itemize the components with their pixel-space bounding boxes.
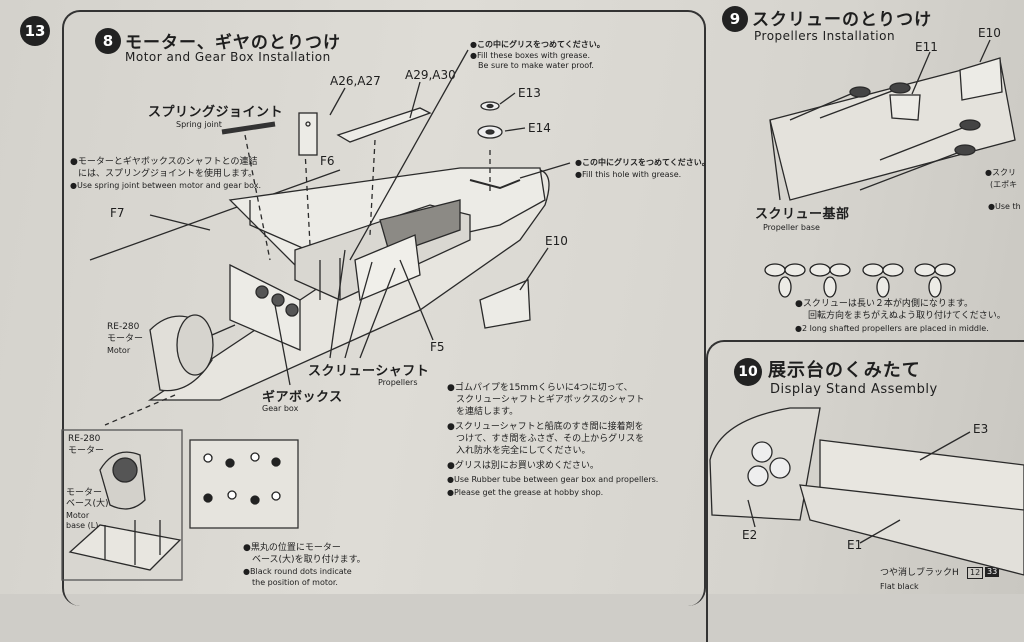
stand-end-e2 [709,407,821,521]
f7-shaft [89,169,341,261]
gear-plate [229,263,301,351]
motor-base-plate [68,524,182,571]
a26-part [298,112,318,156]
e11-part [889,94,921,121]
page-number-badge: 13 [20,16,50,46]
spring-joint-label-en: Spring joint [176,120,222,129]
motor-label: RE-280 [107,322,140,332]
motor-label-en: Motor [107,346,131,355]
motor-label-jp: モーター [107,334,144,344]
step9-number-badge: 9 [722,6,748,32]
part-label-e14: E14 [528,121,551,135]
grease-note-en1: ●Fill these boxes with grease. [470,51,590,60]
step9-part-e10: E10 [978,26,1001,40]
step10-part-e2: E2 [742,528,758,542]
dots-note-en1: ●Black round dots indicate [243,567,352,576]
paint-code-2: 33 [985,567,1000,577]
spring-note-jp1: ●モーターとギヤボックスのシャフトとの連結 [70,157,258,167]
propeller-base-label-jp: スクリュー基部 [755,207,850,222]
base-label-en2: base (L) [66,521,99,530]
step10-number-badge: 10 [734,358,762,386]
part-label-a26: A26,A27 [330,74,381,88]
step8-frame [62,10,706,606]
dots-diagram [189,439,299,529]
gap-note-jp2: つけて、すき間をふさぎ、その上からグリスを [456,434,645,444]
buy-note-en: ●Please get the grease at hobby shop. [447,488,604,497]
step9-part-e11: E11 [915,40,938,54]
propeller-rotation-icons [764,263,956,298]
dots-note-jp1: ●黒丸の位置にモーター [243,543,341,553]
part-label-f6: F6 [320,154,335,168]
part-label-f7: F7 [110,206,125,220]
inset-motor-label-jp: モーター [68,446,105,456]
step8-title-jp: モーター、ギヤのとりつけ [125,33,341,53]
e10-part [479,279,531,329]
paint-code-1: 12 [967,567,984,579]
step9-side-note-jp: ●スクリ [985,168,1016,177]
tube-note-jp2: スクリューシャフトとギアボックスのシャフト [456,395,645,405]
step9-e10-part [959,57,1003,101]
spring-note-en: ●Use spring joint between motor and gear… [70,181,262,190]
propeller-base-label-en: Propeller base [763,223,820,232]
step9-side-note-en: ●Use th [988,202,1021,211]
base-label-jp: モーター [66,488,103,498]
spring-joint-label-jp: スプリングジョイント [148,105,284,120]
stand-rail-e1 [799,484,1024,576]
gearbox-label-jp: ギアボックス [262,390,343,405]
base-label-jp2: ベース(大) [66,499,109,509]
tube-note-jp3: を連結します。 [456,407,519,417]
gap-note-jp1: ●スクリューシャフトと船底のすき間に接着剤を [447,422,644,432]
propeller-hull [769,59,1016,201]
buy-note-jp: ●グリスは別にお買い求めください。 [447,461,599,471]
inset-motor-label: RE-280 [68,434,101,444]
grease-note-en2: Be sure to make water proof. [478,61,594,70]
tube-note-jp1: ●ゴムパイプを15mmくらいに4つに切って、 [447,383,633,393]
step9-title-en: Propellers Installation [754,29,896,43]
grease-note-jp: ●この中にグリスをつめてください。 [470,40,605,49]
part-label-f5: F5 [430,340,445,354]
spring-note-jp2: には、スプリングジョイントを使用します。 [78,169,258,179]
step8-number-badge: 8 [95,28,121,54]
step10-title-en: Display Stand Assembly [770,382,938,397]
dots-note-jp2: ベース(大)を取り付けます。 [252,555,366,565]
step8-title-en: Motor and Gear Box Installation [125,50,331,64]
shaft-label-en: Propellers [378,378,418,387]
base-label-en: Motor [66,511,90,520]
shaft-label-jp: スクリューシャフト [308,364,430,379]
step9-side-note-jp2: (エポキ [990,180,1018,189]
a29-part [336,107,432,143]
part-label-e10: E10 [545,234,568,248]
dots-note-en2: the position of motor. [252,578,338,587]
paint-label-jp: つや消しブラックH [880,568,959,578]
line-art [61,39,1024,581]
step9-title-jp: スクリューのとりつけ [752,10,933,30]
hole-note-jp: ●この中にグリスをつめてください。 [575,158,710,167]
step10-title-jp: 展示台のくみたて [768,360,921,381]
spring-joint [221,121,276,135]
step10-frame [706,340,1024,642]
part-label-a29: A29,A30 [405,68,456,82]
step10-part-e3: E3 [973,422,989,436]
tube-note-en: ●Use Rubber tube between gear box and pr… [447,475,659,484]
paint-label-en: Flat black [880,582,919,591]
step9-note-jp1: ●スクリューは長い２本が内側になります。 [795,299,973,309]
gearbox-label-en: Gear box [262,404,299,413]
hole-note-en: ●Fill this hole with grease. [575,170,682,179]
propeller-shafts [789,87,971,191]
gap-note-jp3: 入れ防水を完全にしてください。 [456,446,591,456]
step9-note-jp2: 回転方向をまちがえぬよう取り付けてください。 [808,311,1006,321]
part-label-e13: E13 [518,86,541,100]
step10-part-e1: E1 [847,538,863,552]
step9-note-en: ●2 long shafted propellers are placed in… [795,324,989,333]
